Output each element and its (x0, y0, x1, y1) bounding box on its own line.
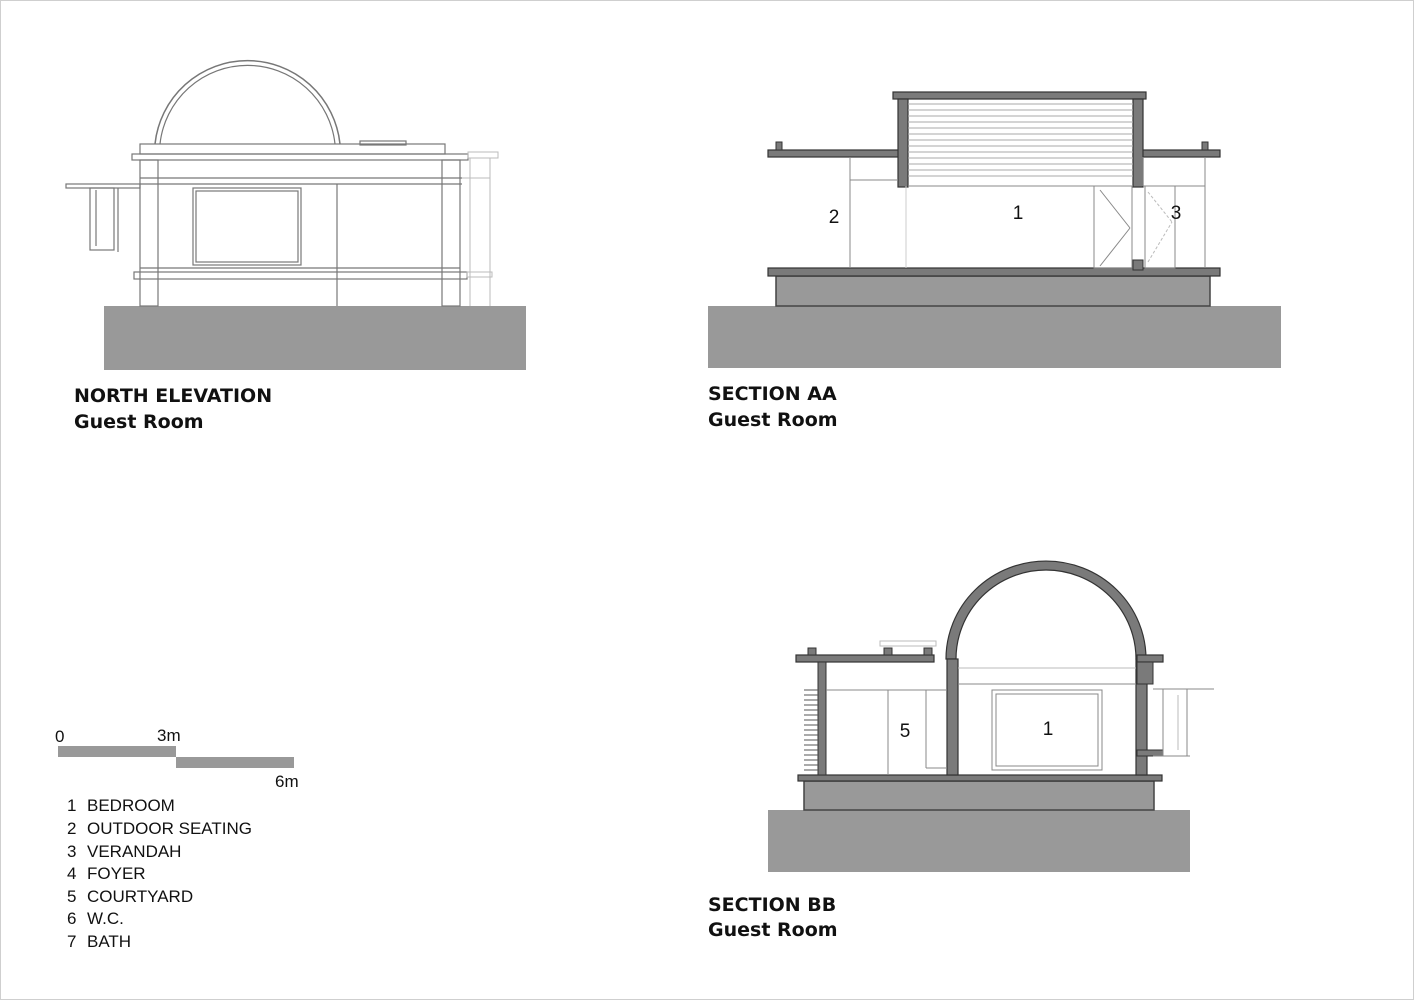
legend-num: 5 (67, 887, 76, 906)
legend-label: W.C. (87, 909, 124, 928)
section-aa-subtitle: Guest Room (708, 409, 838, 431)
legend-label: COURTYARD (87, 887, 193, 906)
legend-num: 4 (67, 864, 76, 883)
legend-label: VERANDAH (87, 842, 181, 861)
section-aa-label-1: 1 (1013, 203, 1024, 224)
legend-num: 2 (67, 819, 76, 838)
section-bb-title: SECTION BB (708, 894, 836, 916)
legend-label: OUTDOOR SEATING (87, 819, 252, 838)
legend-label: BATH (87, 932, 131, 951)
plinth (775, 275, 1211, 307)
legend-num: 3 (67, 842, 76, 861)
north-elevation-title: NORTH ELEVATION (74, 385, 272, 407)
legend-label: FOYER (87, 864, 146, 883)
north-elevation-subtitle: Guest Room (74, 411, 204, 433)
section-bb-drawing (768, 560, 1214, 872)
ground-block (708, 306, 1281, 368)
section-aa-title: SECTION AA (708, 383, 837, 405)
section-bb-subtitle: Guest Room (708, 919, 838, 941)
scale-bar-segment-1 (58, 746, 176, 757)
legend-num: 1 (67, 796, 76, 815)
scale-bar-mid: 3m (157, 726, 181, 745)
legend-num: 7 (67, 932, 76, 951)
ground-block (768, 810, 1190, 872)
plinth (803, 780, 1155, 811)
section-aa-label-2: 2 (829, 207, 840, 228)
section-aa-label-3: 3 (1171, 203, 1182, 224)
legend: 1 BEDROOM 2 OUTDOOR SEATING 3 VERANDAH 4… (67, 796, 252, 951)
legend-label: BEDROOM (87, 796, 175, 815)
north-elevation-drawing (65, 59, 526, 370)
legend-num: 6 (67, 909, 76, 928)
scale-bar-start: 0 (55, 727, 64, 746)
ground-block (104, 306, 526, 370)
section-bb-label-5: 5 (900, 721, 911, 742)
section-aa-drawing (708, 91, 1281, 368)
section-bb-label-1: 1 (1043, 719, 1054, 740)
scale-bar (58, 746, 294, 768)
scale-bar-end: 6m (275, 772, 299, 791)
scale-bar-segment-2 (176, 757, 294, 768)
